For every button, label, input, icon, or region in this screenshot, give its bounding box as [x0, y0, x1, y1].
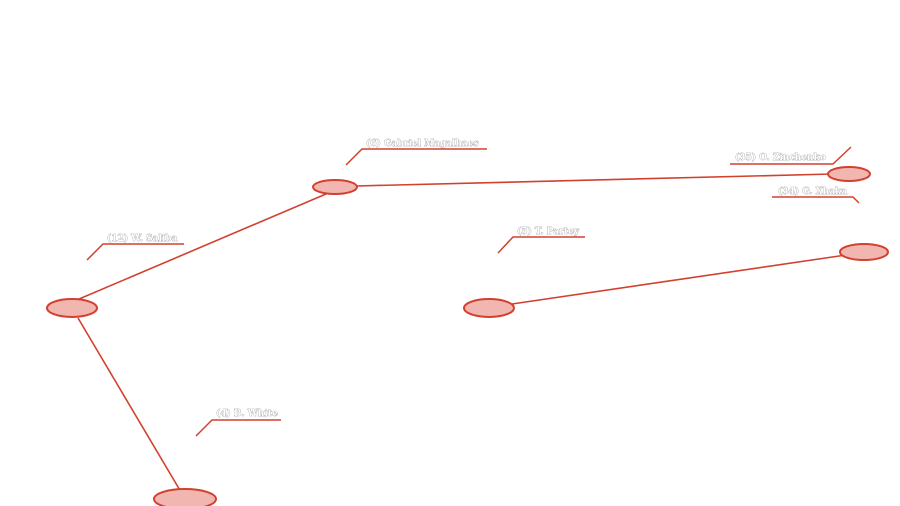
edge-magalhaes-zinchenko — [355, 173, 833, 187]
label-xhaka: (34) G. Xhaka — [778, 186, 847, 197]
node-saliba — [46, 298, 98, 318]
callout-xhaka: (34) G. Xhaka — [772, 186, 860, 204]
callout-white: (4) B. White — [195, 408, 281, 437]
edges — [71, 173, 847, 493]
callout-magalhaes: (6) Gabriel Magalhaes — [345, 138, 487, 166]
label-saliba: (12) W. Saliba — [107, 233, 178, 244]
callouts: (6) Gabriel Magalhaes (35) O. Zinchenko … — [86, 138, 860, 437]
label-magalhaes: (6) Gabriel Magalhaes — [366, 138, 479, 149]
node-partey — [463, 298, 515, 318]
nodes — [46, 166, 889, 506]
label-zinchenko: (35) O. Zinchenko — [735, 152, 826, 163]
label-white: (4) B. White — [216, 408, 278, 419]
node-xhaka — [839, 243, 889, 261]
node-zinchenko — [827, 166, 871, 182]
callout-zinchenko: (35) O. Zinchenko — [730, 146, 852, 165]
edge-partey-xhaka — [511, 254, 847, 305]
edge-saliba-magalhaes — [71, 190, 334, 303]
callout-saliba: (12) W. Saliba — [86, 233, 184, 261]
label-partey: (5) T. Partey — [517, 226, 580, 237]
node-magalhaes — [312, 179, 358, 195]
callout-partey: (5) T. Partey — [497, 226, 585, 254]
node-white — [153, 488, 217, 506]
edge-saliba-white — [77, 317, 182, 493]
